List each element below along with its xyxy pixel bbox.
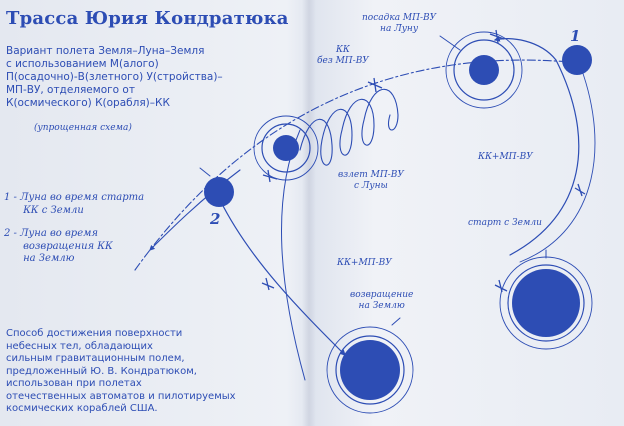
lunar-orbit-path: [134, 59, 571, 271]
label-launch: старт с Земли: [468, 218, 542, 228]
moon-position-2: [204, 177, 234, 207]
page-fold: [302, 0, 316, 426]
label-kk-without: КК без МП-ВУ: [317, 45, 369, 66]
earth-return: [340, 340, 400, 400]
return-trajectory: [219, 199, 346, 356]
legend-moon-2: 2 - Луна во время возвращения КК на Земл…: [4, 228, 113, 264]
earth-launch: [512, 269, 580, 337]
label-kk-plus-mid: КК+МП-ВУ: [337, 258, 392, 268]
label-landing: посадка МП-ВУ на Луну: [362, 13, 437, 34]
kondratyuk-method-text: Способ достижения поверхности небесных т…: [6, 328, 236, 414]
simplified-scheme-note: (упрощенная схема): [34, 123, 132, 133]
moon-landing-position: [469, 55, 499, 85]
label-takeoff: взлет МП-ВУ с Луны: [338, 170, 404, 191]
flight-variant-description: Вариант полета Земля–Луна–Земля с исполь…: [6, 45, 223, 109]
label-kk-plus-top: КК+МП-ВУ: [478, 152, 533, 162]
spiral-transfer-path: [299, 88, 399, 166]
legend-moon-1: 1 - Луна во время старта КК с Земли: [4, 192, 145, 216]
outbound-trajectory: [493, 35, 580, 256]
marker-moon-2: 2: [210, 210, 221, 228]
marker-moon-1: 1: [570, 27, 581, 45]
label-return: возвращение на Землю: [350, 290, 414, 311]
page-title: Трасса Юрия Кондратюка: [6, 8, 289, 29]
moon-position-1: [562, 45, 592, 75]
moon-takeoff-position: [273, 135, 299, 161]
